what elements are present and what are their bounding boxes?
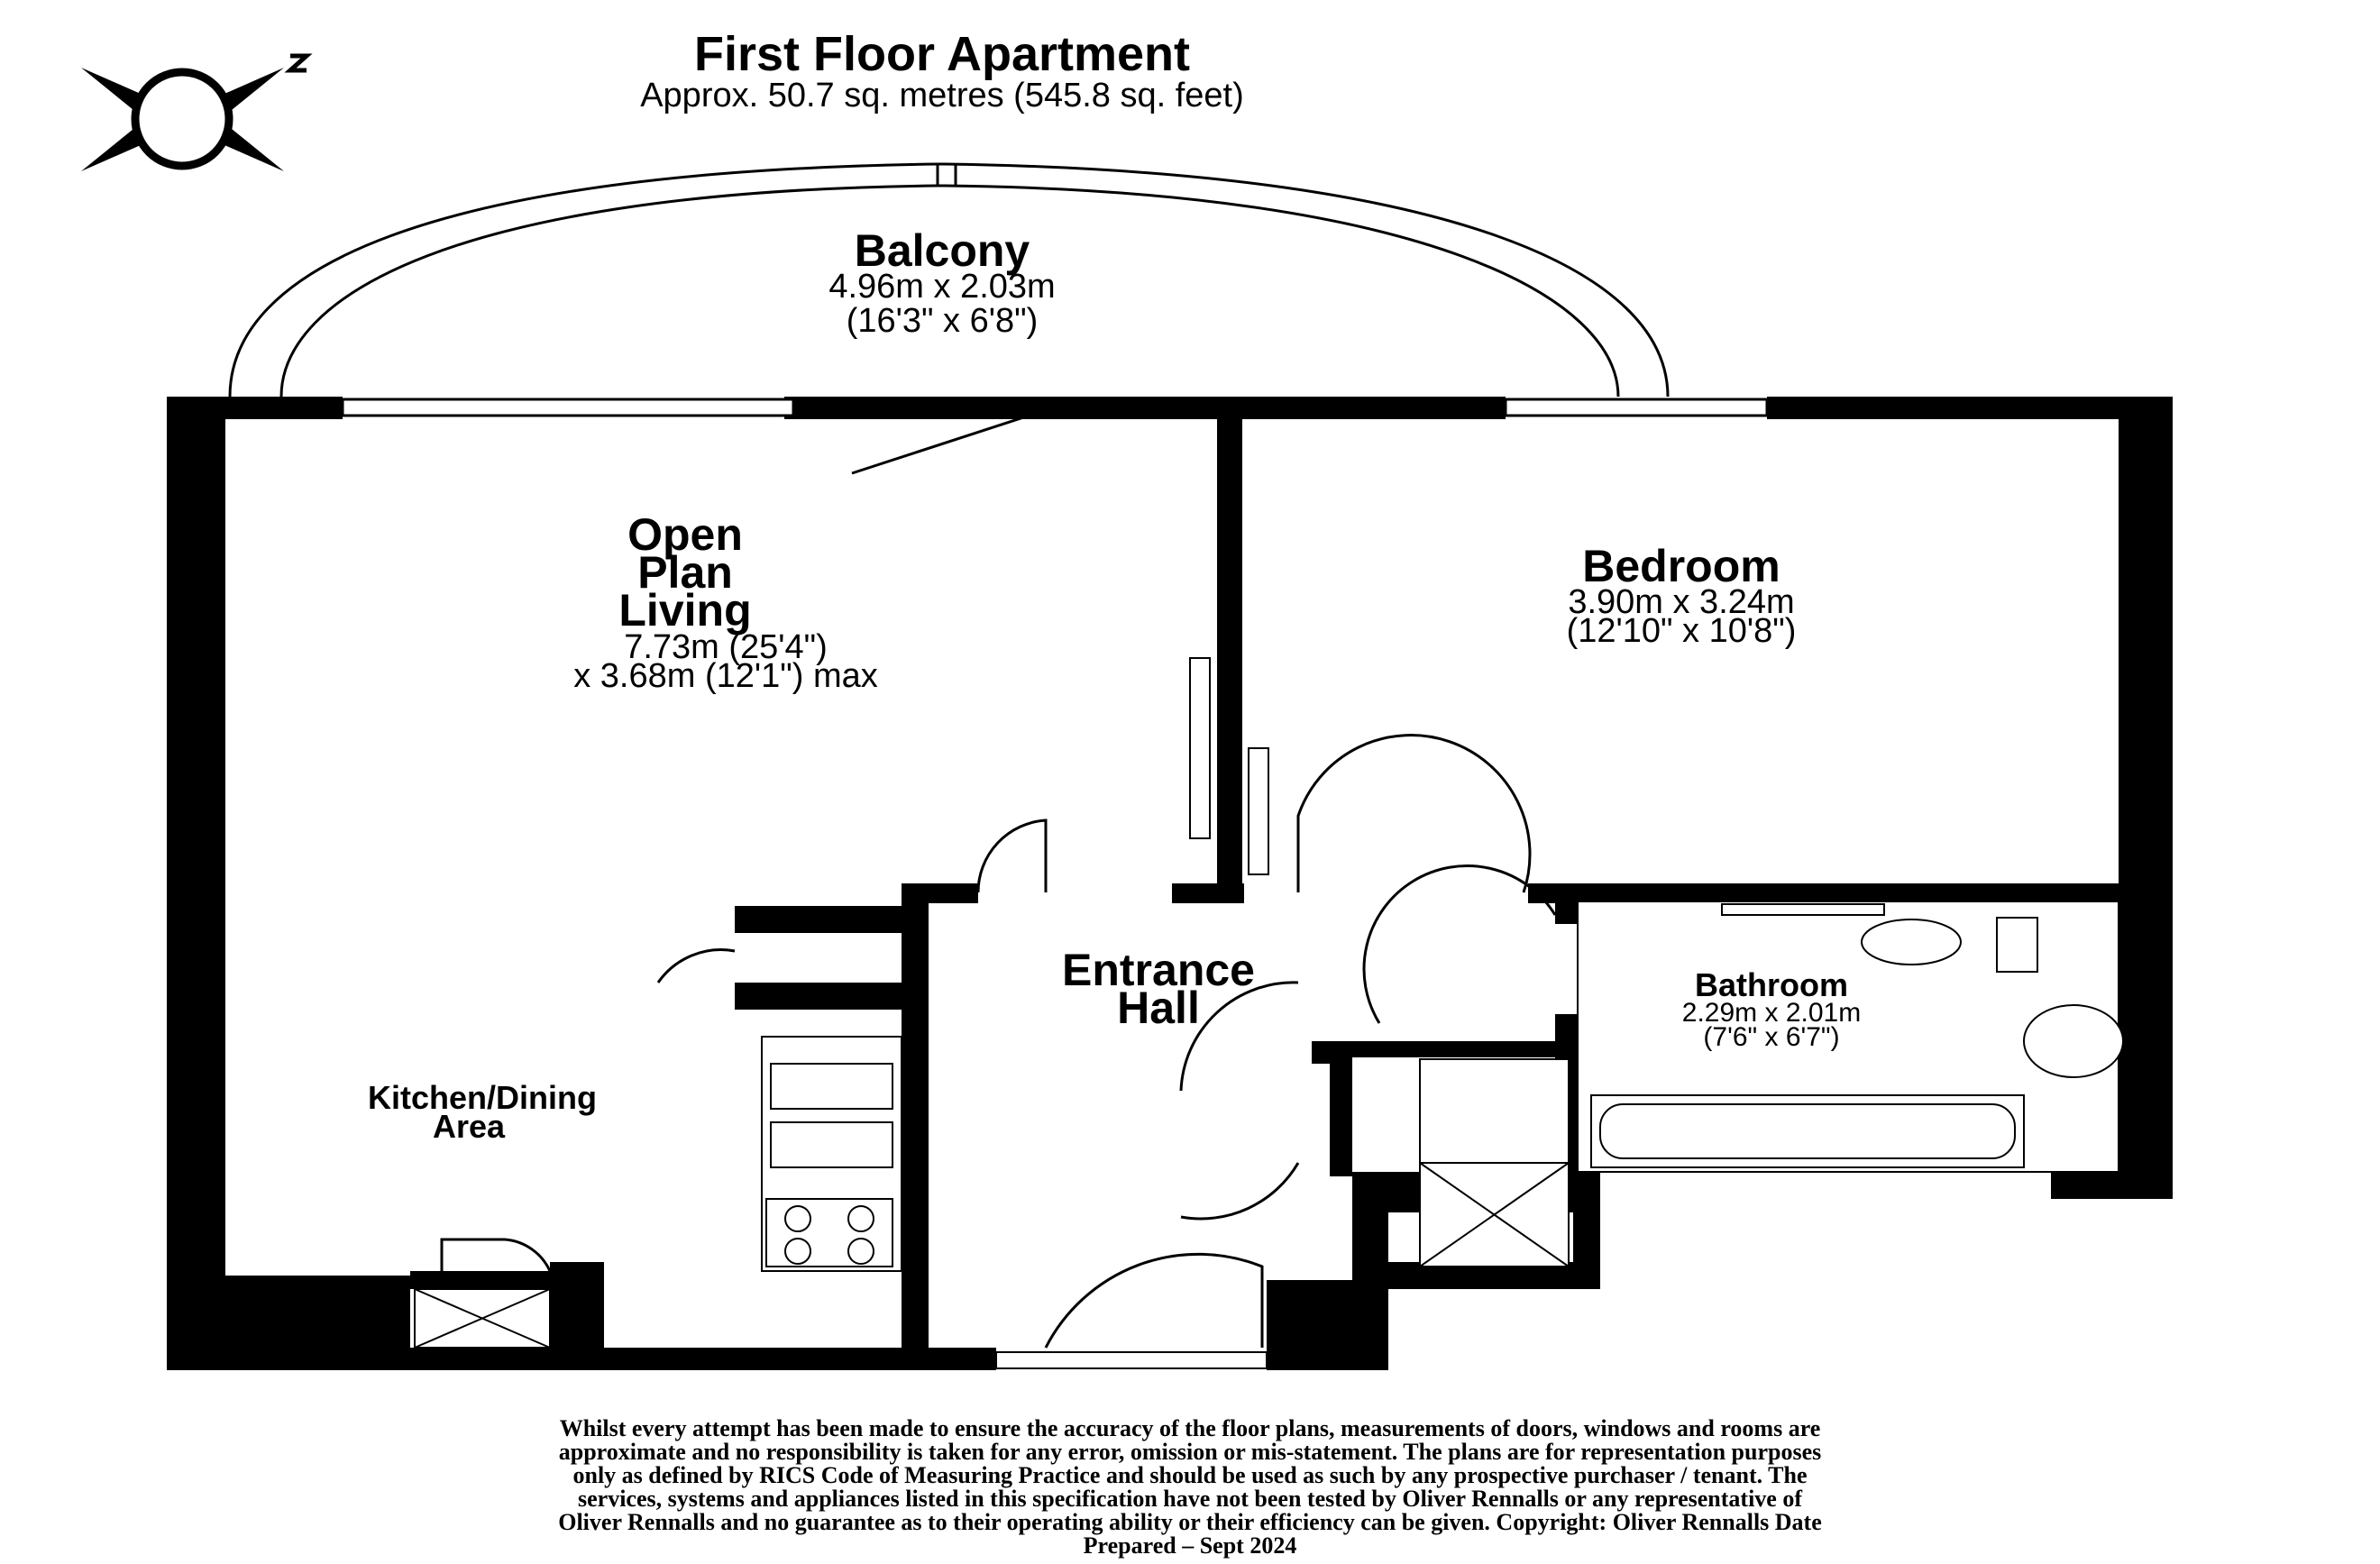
bedroom-dim-imperial: (12'10" x 10'8"): [1567, 612, 1797, 650]
living-dim-1: 7.73m (25'4"): [624, 628, 828, 666]
hall-label-1: Entrance: [1062, 945, 1255, 995]
disclaimer-line: Prepared – Sept 2024: [1084, 1532, 1297, 1559]
balcony-dim-imperial: (16'3" x 6'8"): [847, 302, 1039, 340]
kitchen-label-2: Area: [433, 1108, 506, 1145]
disclaimer-line: Whilst every attempt has been made to en…: [560, 1415, 1821, 1441]
disclaimer-line: only as defined by RICS Code of Measurin…: [572, 1462, 1807, 1488]
bedroom-window: [1504, 398, 1769, 417]
plan-area: Approx. 50.7 sq. metres (545.8 sq. feet): [640, 77, 1244, 114]
living-window: [341, 398, 795, 417]
compass-north-icon: [81, 53, 313, 171]
bathroom-dim-metric: 2.29m x 2.01m: [1682, 998, 1861, 1028]
bathroom-dim-imperial: (7'6" x 6'7"): [1703, 1022, 1839, 1052]
bedroom-label: Bedroom: [1582, 541, 1780, 591]
living-name-3: Living: [618, 585, 751, 636]
disclaimer-line: approximate and no responsibility is tak…: [559, 1439, 1821, 1465]
balcony-label: Balcony: [855, 225, 1030, 276]
balcony-dim-metric: 4.96m x 2.03m: [828, 268, 1055, 306]
kitchen-units: [414, 1036, 902, 1349]
disclaimer-line: services, systems and appliances listed …: [578, 1486, 1802, 1512]
living-name-2: Plan: [637, 547, 733, 598]
balcony-door: [851, 408, 1047, 475]
bedroom-dim-metric: 3.90m x 3.24m: [1568, 583, 1794, 621]
disclaimer-line: Oliver Rennalls and no guarantee as to t…: [558, 1509, 1822, 1535]
living-dim-2: x 3.68m (12'1") max: [573, 657, 878, 695]
interior-walls: [410, 397, 2173, 1370]
entrance-threshold: [995, 1351, 1268, 1369]
living-name-1: Open: [627, 509, 743, 560]
hall-label-2: Hall: [1117, 983, 1200, 1033]
balcony-outline: [228, 162, 1670, 398]
plan-title: First Floor Apartment: [694, 27, 1190, 81]
bathroom-fixtures: [1577, 901, 2124, 1173]
door-swings: [440, 657, 1557, 1349]
hall-cupboard: [1419, 1058, 1570, 1267]
bathroom-label: Bathroom: [1695, 966, 1848, 1003]
disclaimer: Whilst every attempt has been made to en…: [558, 1415, 1822, 1559]
kitchen-label-1: Kitchen/Dining: [368, 1079, 597, 1116]
